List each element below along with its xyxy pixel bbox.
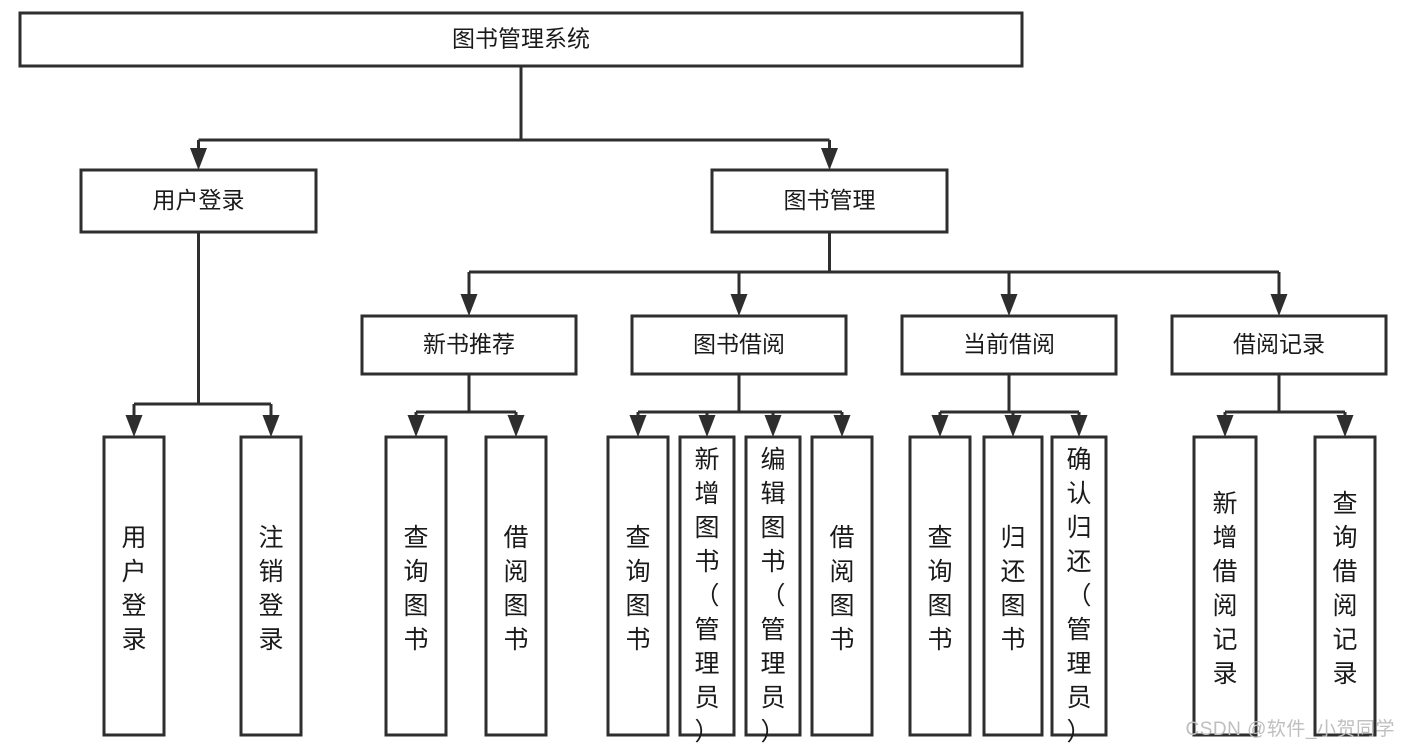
node-label: 新增图书（管理员）: [694, 446, 719, 746]
node-box[interactable]: [1050, 435, 1108, 737]
node-label: 查询图书: [625, 524, 650, 654]
node-leaf-12[interactable]: 查询借阅记录: [1313, 435, 1377, 737]
root-to-l2-1-arrowhead: [821, 148, 838, 170]
node-label: 图书管理系统: [452, 26, 590, 52]
leaf-arrow-2-1-arrowhead: [698, 415, 716, 437]
node-leaf-8[interactable]: 查询图书: [908, 435, 972, 737]
node-box[interactable]: [744, 435, 802, 737]
node-l3-2[interactable]: 当前借阅: [900, 314, 1118, 376]
node-label: 借阅图书: [829, 524, 854, 654]
leaf-arrow-4-0-arrowhead: [1216, 415, 1234, 437]
node-label: 归还图书: [1000, 524, 1025, 654]
leaf-arrow-3-0-arrowhead: [931, 415, 949, 437]
node-leaf-7[interactable]: 借阅图书: [810, 435, 874, 737]
node-label: 查询图书: [927, 524, 952, 654]
node-l3-3[interactable]: 借阅记录: [1170, 314, 1388, 376]
node-label: 新书推荐: [423, 331, 515, 357]
node-label: 当前借阅: [963, 331, 1055, 357]
node-leaf-3[interactable]: 借阅图书: [484, 435, 548, 737]
leaf-arrow-2-2-arrowhead: [764, 415, 782, 437]
node-l3-0[interactable]: 新书推荐: [360, 314, 578, 376]
edges-layer: [125, 66, 1354, 437]
node-root-0[interactable]: 图书管理系统: [18, 11, 1024, 68]
node-label: 查询借阅记录: [1332, 490, 1357, 688]
node-leaf-2[interactable]: 查询图书: [384, 435, 448, 737]
node-box[interactable]: [360, 314, 578, 376]
node-label: 确认归还（管理员）: [1066, 446, 1091, 746]
node-box[interactable]: [900, 314, 1118, 376]
node-box[interactable]: [606, 435, 670, 737]
node-label: 图书借阅: [693, 331, 785, 357]
node-label: 用户登录: [153, 187, 245, 213]
node-label: 借阅图书: [503, 524, 528, 654]
node-box[interactable]: [630, 314, 848, 376]
mgmt-to-l3-1-arrowhead: [730, 294, 748, 316]
root-to-l2-0-arrowhead: [190, 148, 207, 170]
node-box[interactable]: [710, 168, 949, 234]
node-leaf-1[interactable]: 注销登录: [239, 435, 303, 737]
mgmt-to-l3-3-arrowhead: [1270, 294, 1288, 316]
node-box[interactable]: [18, 11, 1024, 68]
node-box[interactable]: [982, 435, 1044, 737]
mgmt-to-l3-2-arrowhead: [1000, 294, 1018, 316]
mgmt-to-l3-0-arrowhead: [460, 294, 478, 316]
node-box[interactable]: [239, 435, 303, 737]
node-box[interactable]: [1192, 435, 1258, 737]
leaf-arrow-4-1-arrowhead: [1336, 415, 1354, 437]
node-l3-1[interactable]: 图书借阅: [630, 314, 848, 376]
node-l2-0[interactable]: 用户登录: [79, 168, 318, 234]
node-leaf-6[interactable]: 编辑图书（管理员）: [744, 435, 802, 746]
leaf-arrow-1-0-arrowhead: [407, 415, 425, 437]
node-box[interactable]: [678, 435, 736, 737]
leaf-arrow-1-1-arrowhead: [507, 415, 525, 437]
node-leaf-9[interactable]: 归还图书: [982, 435, 1044, 737]
node-label: 查询图书: [403, 524, 428, 654]
node-box[interactable]: [102, 435, 166, 737]
node-box[interactable]: [79, 168, 318, 234]
node-label: 注销登录: [258, 524, 283, 654]
node-l2-1[interactable]: 图书管理: [710, 168, 949, 234]
node-box[interactable]: [484, 435, 548, 737]
node-box[interactable]: [1313, 435, 1377, 737]
node-box[interactable]: [810, 435, 874, 737]
node-label: 借阅记录: [1233, 331, 1325, 357]
watermark-text: CSDN @软件_小贺同学: [1185, 719, 1395, 740]
node-label: 编辑图书（管理员）: [760, 446, 785, 746]
nodes-layer: 图书管理系统用户登录图书管理新书推荐图书借阅当前借阅借阅记录用户登录注销登录查询…: [18, 11, 1388, 746]
node-box[interactable]: [1170, 314, 1388, 376]
node-leaf-4[interactable]: 查询图书: [606, 435, 670, 737]
node-label: 新增借阅记录: [1212, 490, 1237, 688]
node-leaf-10[interactable]: 确认归还（管理员）: [1050, 435, 1108, 746]
leaf-arrow-0-1-arrowhead: [262, 415, 280, 437]
node-box[interactable]: [384, 435, 448, 737]
node-label: 用户登录: [121, 524, 146, 654]
leaf-arrow-2-3-arrowhead: [833, 415, 851, 437]
node-leaf-0[interactable]: 用户登录: [102, 435, 166, 737]
leaf-arrow-3-1-arrowhead: [1004, 415, 1022, 437]
node-label: 图书管理: [784, 187, 876, 213]
node-leaf-11[interactable]: 新增借阅记录: [1192, 435, 1258, 737]
node-leaf-5[interactable]: 新增图书（管理员）: [678, 435, 736, 746]
leaf-arrow-2-0-arrowhead: [629, 415, 647, 437]
leaf-arrow-3-2-arrowhead: [1070, 415, 1088, 437]
node-box[interactable]: [908, 435, 972, 737]
leaf-arrow-0-0-arrowhead: [125, 415, 143, 437]
